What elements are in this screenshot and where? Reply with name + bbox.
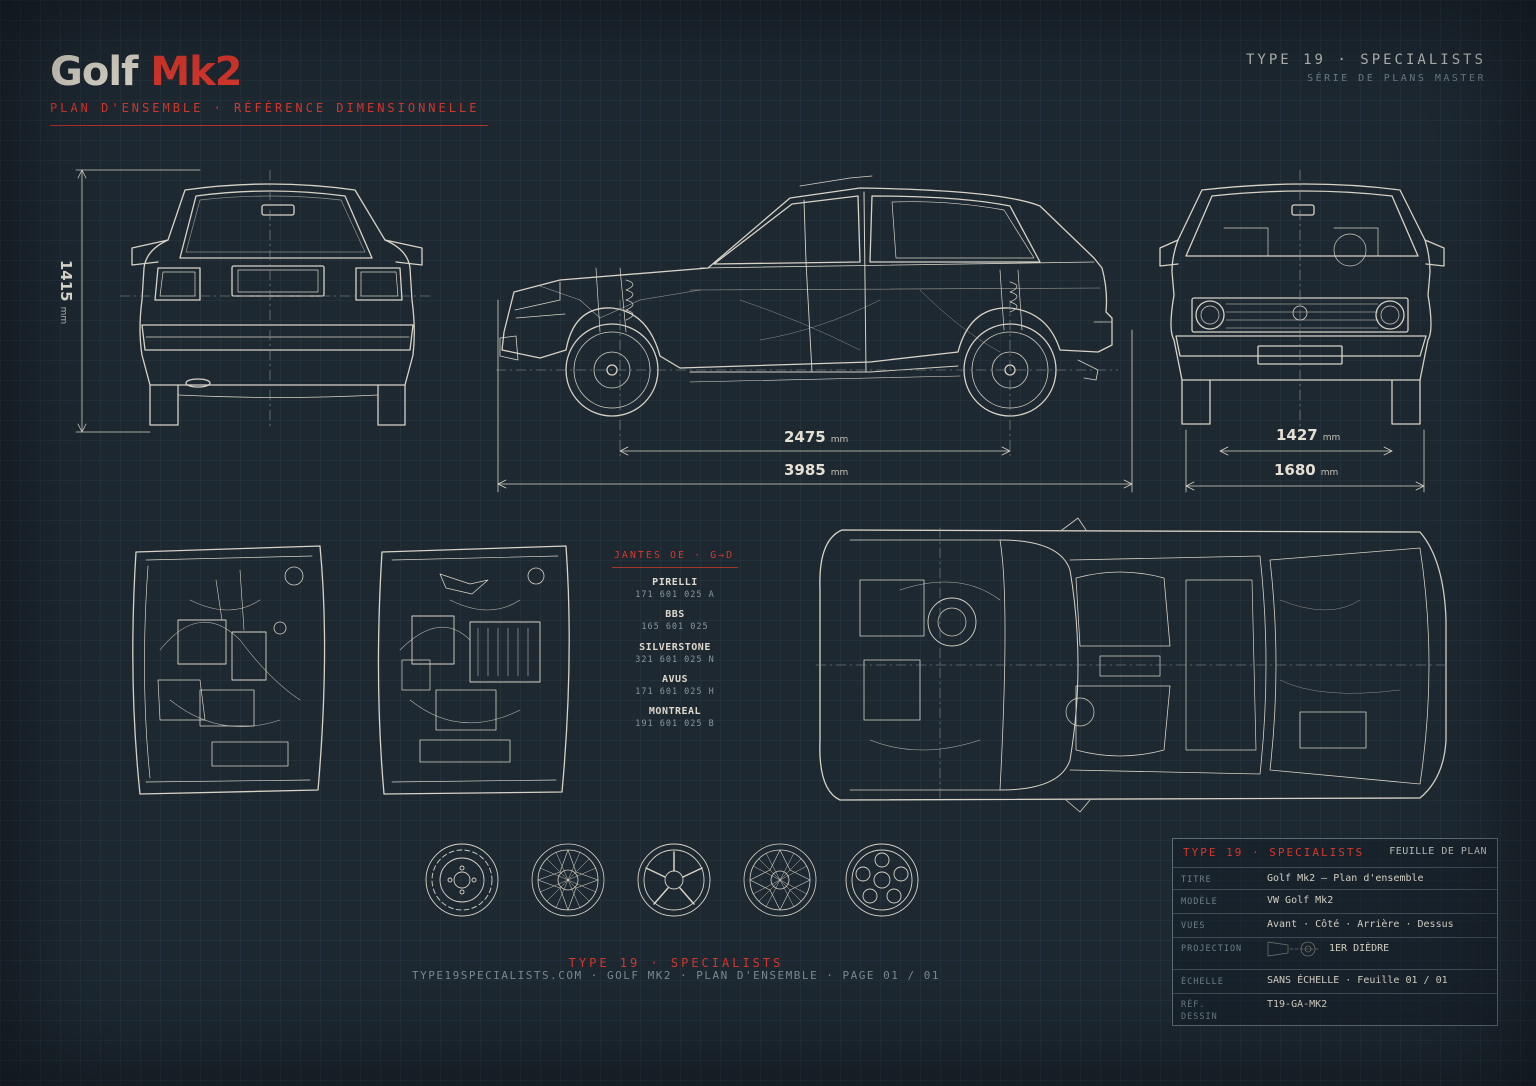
rims-heading: JANTES OE · G→D (613, 550, 735, 561)
side-view (495, 175, 1119, 461)
title-block-row-titre: TITRE Golf Mk2 — Plan d'ensemble (1173, 867, 1497, 890)
title-model: Golf (50, 49, 138, 95)
title-generation: Mk2 (150, 49, 242, 95)
rim-name: BBS (665, 609, 685, 620)
footer-brand: TYPE 19 · SPECIALISTS (568, 956, 784, 970)
rim-code: 191 601 025 B (635, 719, 715, 729)
rim-item: AVUS 171 601 025 H (600, 674, 750, 697)
title-block-row-ref: RÉF. DESSIN T19-GA-MK2 (1173, 993, 1497, 1027)
wheelbase-label: 2475 mm (784, 428, 848, 446)
row-value: T19-GA-MK2 (1267, 999, 1328, 1010)
row-key: VUES (1181, 921, 1206, 931)
engine-bay-left-view (132, 545, 326, 795)
rim-item: MONTREAL 191 601 025 B (600, 706, 750, 729)
wheel-pirelli (425, 843, 499, 917)
engine-bay-right-view (377, 545, 570, 795)
wheel-montreal (845, 843, 919, 917)
footer-info: TYPE19SPECIALISTS.COM · GOLF MK2 · PLAN … (412, 969, 940, 982)
front-view (1159, 169, 1445, 431)
wheel-silverstone (637, 843, 711, 917)
rim-name: MONTREAL (648, 706, 702, 717)
page-subtitle: PLAN D'ENSEMBLE · RÉFÉRENCE DIMENSIONNEL… (50, 101, 480, 115)
rim-code: 171 601 025 H (635, 687, 715, 697)
title-block-sheet-label: FEUILLE DE PLAN (1389, 846, 1487, 857)
title-block-row-modele: MODÈLE VW Golf Mk2 (1173, 889, 1497, 914)
front-dimensions (1185, 429, 1425, 493)
top-view (815, 517, 1451, 813)
row-value: 1ER DIÈDRE (1329, 943, 1390, 954)
height-value: 1415 (57, 259, 76, 302)
track-label: 1427 mm (1276, 426, 1340, 444)
row-key: MODÈLE (1181, 897, 1218, 907)
row-value: Avant · Côté · Arrière · Dessus (1267, 919, 1454, 930)
rear-view (119, 169, 431, 431)
row-key: TITRE (1181, 875, 1212, 885)
row-key: DESSIN (1181, 1012, 1218, 1022)
wheelbase-value: 2475 (784, 428, 826, 446)
row-key: PROJECTION (1181, 944, 1243, 954)
title-block-row-echelle: ÉCHELLE SANS ÉCHELLE · Feuille 01 / 01 (1173, 969, 1497, 994)
track-value: 1427 (1276, 426, 1318, 444)
wheel-bbs (531, 843, 605, 917)
row-value: SANS ÉCHELLE · Feuille 01 / 01 (1267, 975, 1448, 986)
title-block: TYPE 19 · SPECIALISTS FEUILLE DE PLAN TI… (1172, 838, 1498, 1026)
rim-code: 165 601 025 (641, 622, 709, 632)
rim-name: PIRELLI (652, 577, 698, 588)
track-unit: mm (1322, 433, 1341, 443)
length-unit: mm (830, 468, 849, 478)
row-value: Golf Mk2 — Plan d'ensemble (1267, 873, 1424, 884)
wheelbase-unit: mm (830, 435, 849, 445)
brand-label: TYPE 19 · SPECIALISTS (1245, 52, 1486, 68)
width-value: 1680 (1274, 461, 1316, 479)
title-block-row-vues: VUES Avant · Côté · Arrière · Dessus (1173, 913, 1497, 938)
subtitle-rule (50, 125, 488, 126)
row-value: VW Golf Mk2 (1267, 895, 1334, 906)
rim-item: SILVERSTONE 321 601 025 N (600, 642, 750, 665)
title-block-brand: TYPE 19 · SPECIALISTS (1183, 846, 1365, 859)
height-dimension-label: 1415 mm (57, 260, 75, 324)
length-value: 3985 (784, 461, 826, 479)
rims-rule (612, 567, 738, 568)
width-label: 1680 mm (1274, 461, 1338, 479)
width-unit: mm (1320, 468, 1339, 478)
side-dimensions (497, 299, 1133, 493)
rim-item: BBS 165 601 025 (600, 609, 750, 632)
title-block-row-projection: PROJECTION 1ER DIÈDRE (1173, 937, 1497, 970)
row-key: ÉCHELLE (1181, 977, 1224, 987)
page-title: Golf Mk2 (50, 48, 243, 96)
rim-name: SILVERSTONE (639, 642, 711, 653)
wheel-avus (743, 843, 817, 917)
rim-code: 171 601 025 A (635, 590, 715, 600)
height-dimension (75, 169, 201, 433)
rim-name: AVUS (661, 674, 689, 685)
row-key: RÉF. (1181, 1000, 1206, 1010)
series-label: SÉRIE DE PLANS MASTER (1307, 73, 1486, 84)
rim-code: 321 601 025 N (635, 655, 715, 665)
height-unit: mm (58, 306, 69, 325)
rim-item: PIRELLI 171 601 025 A (600, 577, 750, 600)
length-label: 3985 mm (784, 461, 848, 479)
